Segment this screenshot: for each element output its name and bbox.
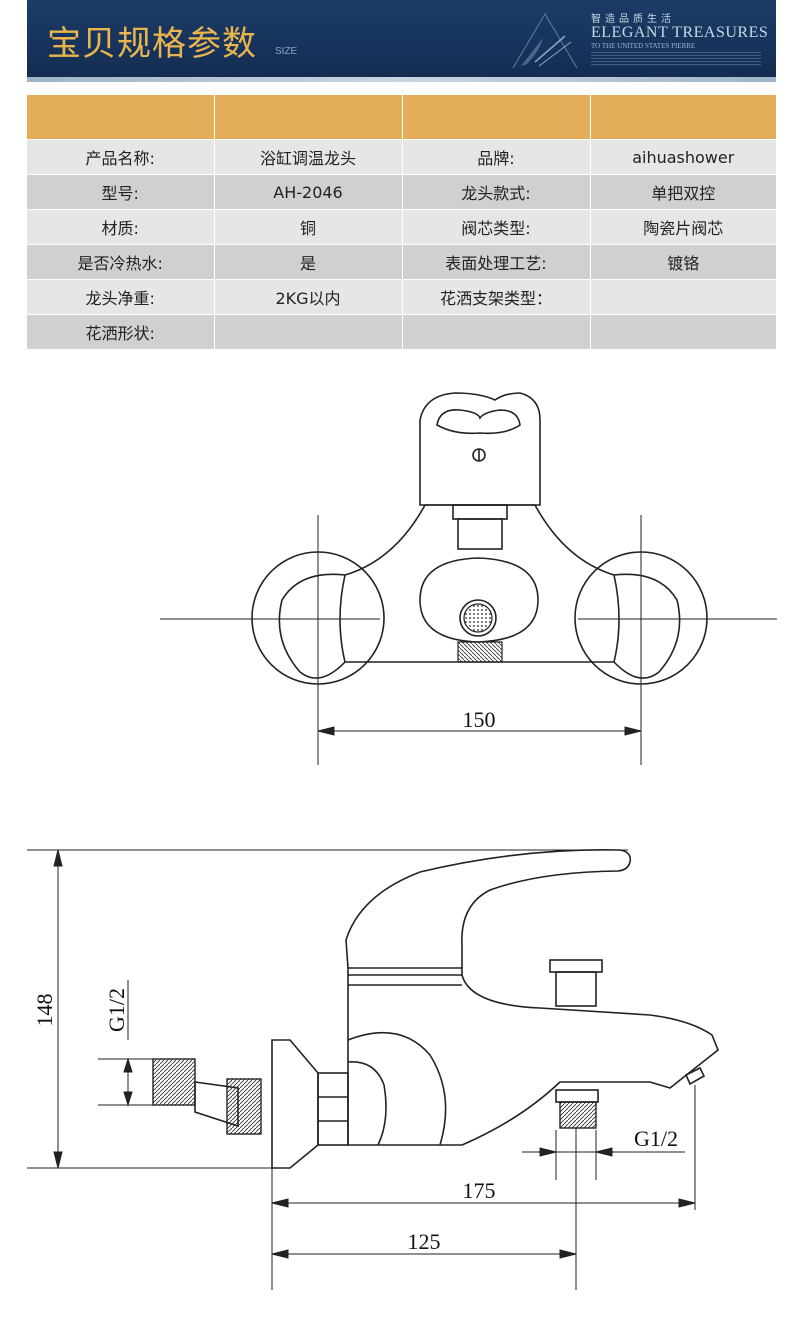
length-dimension	[271, 1198, 696, 1208]
spec-value	[590, 279, 776, 315]
spec-label: 表面处理工艺:	[402, 244, 591, 280]
slogan-subtext: TO THE UNITED STATES PIERRE	[591, 42, 696, 50]
front-center-lines	[160, 515, 777, 765]
spec-label: 型号:	[27, 174, 215, 210]
spec-value: 镀铬	[590, 244, 776, 280]
header-cell	[27, 95, 215, 140]
outlet-thread-label: G1/2	[634, 1126, 678, 1151]
spec-value: 是	[214, 244, 403, 280]
spec-label: 龙头款式:	[402, 174, 591, 210]
spec-label: 花洒形状:	[27, 314, 215, 349]
spec-label: 龙头净重:	[27, 279, 215, 315]
spec-value: AH-2046	[214, 174, 403, 210]
front-view-drawing: 150	[160, 392, 777, 765]
inlet-thread-left	[152, 1058, 196, 1106]
spec-value: 铜	[214, 209, 403, 245]
table-row: 龙头净重: 2KG以内 花洒支架类型：	[27, 279, 776, 315]
slogan-english: ELEGANT TREASURES	[591, 24, 769, 41]
banner-bottom-stripe	[27, 77, 776, 82]
inlet-thread-right	[226, 1078, 262, 1135]
spec-label: 产品名称:	[27, 139, 215, 175]
front-outline	[251, 392, 708, 685]
outlet-thread-dimension	[522, 1147, 685, 1157]
inlet-thread-label: G1/2	[104, 988, 129, 1032]
spec-value: 单把双控	[590, 174, 776, 210]
length-dim-label: 175	[463, 1178, 496, 1203]
outlet-thread	[457, 641, 503, 663]
table-row: 材质: 铜 阀芯类型: 陶瓷片阀芯	[27, 209, 776, 245]
spec-table-header	[27, 95, 777, 140]
header-banner: 宝贝规格参数 SIZE 智造品质生活 ELEGANT TREASURES TO …	[27, 0, 776, 82]
outlet-thread-bottom	[559, 1101, 597, 1129]
aerator-mesh-icon	[463, 603, 493, 633]
side-center-lines	[27, 849, 696, 1290]
spec-value	[590, 314, 776, 349]
side-outline	[194, 849, 719, 1169]
spec-value: 陶瓷片阀芯	[590, 209, 776, 245]
inlet-thread-dimension	[123, 980, 133, 1107]
header-cell	[590, 95, 777, 140]
table-row: 产品名称: 浴缸调温龙头 品牌: aihuashower	[27, 139, 776, 175]
table-row: 花洒形状:	[27, 314, 776, 349]
width-dimension	[317, 726, 642, 736]
fine-print-lines	[591, 52, 761, 66]
page-title: 宝贝规格参数	[47, 24, 257, 64]
table-row: 型号: AH-2046 龙头款式: 单把双控	[27, 174, 776, 210]
header-cell	[402, 95, 591, 140]
spec-value: aihuashower	[590, 139, 776, 175]
spec-label	[402, 314, 591, 349]
spec-label: 品牌:	[402, 139, 591, 175]
table-row: 是否冷热水: 是 表面处理工艺: 镀铬	[27, 244, 776, 280]
size-tag: SIZE	[275, 46, 298, 57]
center-dim-label: 125	[408, 1229, 441, 1254]
spec-label: 花洒支架类型：	[402, 279, 591, 315]
brand-logo-icon	[512, 13, 578, 69]
spec-label: 是否冷热水:	[27, 244, 215, 280]
side-view-drawing: 148 G1/2 G1/2 175 125	[27, 849, 719, 1290]
spec-value: 2KG以内	[214, 279, 403, 315]
height-dimension	[53, 849, 63, 1169]
spec-value	[214, 314, 403, 349]
spec-label: 材质:	[27, 209, 215, 245]
spec-table: 产品名称: 浴缸调温龙头 品牌: aihuashower 型号: AH-2046…	[27, 95, 777, 349]
height-dim-label: 148	[32, 994, 57, 1027]
center-dimension	[271, 1249, 577, 1259]
header-cell	[214, 95, 403, 140]
slogan-chinese: 智造品质生活	[591, 14, 675, 25]
spec-label: 阀芯类型:	[402, 209, 591, 245]
spec-value: 浴缸调温龙头	[214, 139, 403, 175]
width-dim-label: 150	[463, 707, 496, 732]
